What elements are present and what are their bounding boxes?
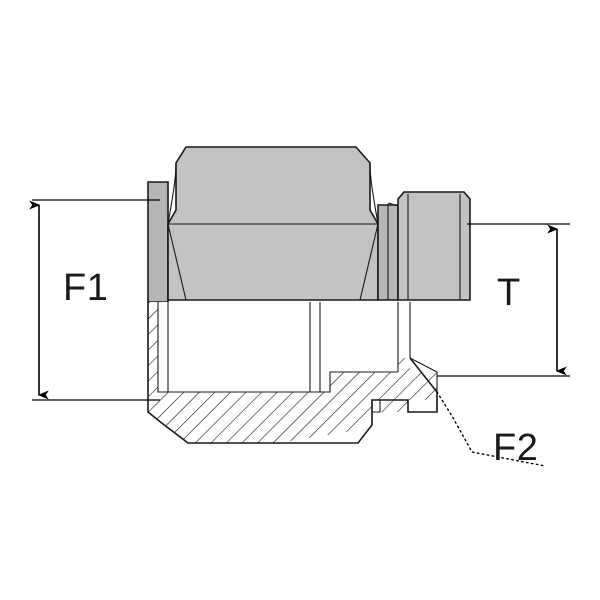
section-hatch-body [148, 302, 437, 443]
hex-corner-blend-left-lower [167, 223, 187, 301]
hex-corner-blend-right-upper [369, 162, 379, 225]
spigot-seat-chamfer [409, 357, 438, 373]
bore-wall-outline [157, 302, 398, 393]
F2-callout-label: F2 [493, 427, 538, 469]
left-flange-collar [148, 182, 168, 302]
T-dimension-label: T [497, 272, 521, 314]
F2-leader-line [436, 391, 546, 467]
section-notch-step [371, 399, 381, 413]
dimension-F1: F1 [29, 199, 160, 401]
female-bore-cavity [158, 302, 398, 392]
left-end-chamfer [147, 411, 189, 444]
male-spigot [398, 192, 470, 300]
F1-dimension-label: F1 [63, 267, 108, 309]
fitting-section-group [147, 302, 438, 444]
dimension-T: T [437, 223, 570, 377]
spigot-root-fillet [387, 202, 399, 206]
hex-corner-blend-left-upper [167, 162, 177, 225]
male-spigot-chamfer-left [397, 191, 405, 200]
fitting-upper-solid-group [147, 146, 471, 303]
hex-corner-blend-right-lower [359, 223, 379, 301]
callout-F2: F2 [436, 391, 546, 469]
